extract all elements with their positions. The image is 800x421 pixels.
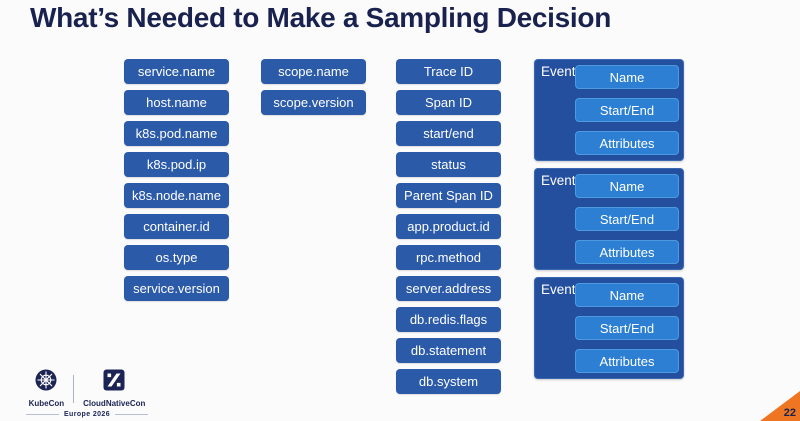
span-field-box: rpc.method — [396, 245, 501, 270]
page-number-triangle — [760, 391, 800, 421]
span-field-box: Span ID — [396, 90, 501, 115]
kubecon-wheel-icon — [35, 369, 57, 396]
cloudnativecon-cncf-icon — [103, 369, 125, 396]
scope-attribute-box: scope.version — [261, 90, 366, 115]
cloudnativecon-label: CloudNativeCon — [83, 399, 146, 408]
resource-attribute-box: k8s.node.name — [124, 183, 229, 208]
footer-divider — [73, 374, 75, 403]
span-fields-column: Trace ID Span ID start/end status Parent… — [396, 59, 501, 394]
event-startend-box: Start/End — [575, 98, 679, 122]
span-field-box: Parent Span ID — [396, 183, 501, 208]
resource-attribute-box: service.version — [124, 276, 229, 301]
edition-line-right — [115, 414, 148, 415]
events-column: Event Name Start/End Attributes Event Na… — [534, 59, 684, 379]
resource-attribute-box: host.name — [124, 90, 229, 115]
edition-row: Europe 2026 — [26, 411, 148, 418]
span-field-box: status — [396, 152, 501, 177]
event-label: Event — [541, 64, 576, 79]
event-fields: Name Start/End Attributes — [575, 283, 679, 373]
span-field-box: db.statement — [396, 338, 501, 363]
cloudnativecon-logo-stack: CloudNativeCon — [83, 369, 145, 408]
kubecon-label: KubeCon — [28, 399, 65, 408]
slide-title: What’s Needed to Make a Sampling Decisio… — [30, 2, 612, 33]
page-number: 22 — [783, 407, 796, 419]
resource-attribute-box: k8s.pod.name — [124, 121, 229, 146]
event-group-2: Event Name Start/End Attributes — [534, 168, 684, 270]
span-field-box: db.system — [396, 369, 501, 394]
resource-attributes-column: service.name host.name k8s.pod.name k8s.… — [124, 59, 229, 301]
event-name-box: Name — [575, 65, 679, 89]
edition-line-left — [26, 414, 59, 415]
span-field-box: server.address — [396, 276, 501, 301]
scope-attributes-column: scope.name scope.version — [261, 59, 366, 115]
event-attributes-box: Attributes — [575, 349, 679, 373]
resource-attribute-box: os.type — [124, 245, 229, 270]
span-field-box: db.redis.flags — [396, 307, 501, 332]
scope-attribute-box: scope.name — [261, 59, 366, 84]
event-attributes-box: Attributes — [575, 131, 679, 155]
event-label: Event — [541, 282, 576, 297]
span-field-box: start/end — [396, 121, 501, 146]
kubecon-logo-stack: KubeCon — [28, 369, 65, 408]
event-fields: Name Start/End Attributes — [575, 65, 679, 155]
resource-attribute-box: service.name — [124, 59, 229, 84]
event-name-box: Name — [575, 283, 679, 307]
event-label: Event — [541, 173, 576, 188]
event-startend-box: Start/End — [575, 316, 679, 340]
resource-attribute-box: k8s.pod.ip — [124, 152, 229, 177]
event-group-3: Event Name Start/End Attributes — [534, 277, 684, 379]
span-field-box: Trace ID — [396, 59, 501, 84]
event-group-1: Event Name Start/End Attributes — [534, 59, 684, 161]
event-startend-box: Start/End — [575, 207, 679, 231]
span-field-box: app.product.id — [396, 214, 501, 239]
edition-label: Europe 2026 — [63, 411, 111, 418]
event-name-box: Name — [575, 174, 679, 198]
event-fields: Name Start/End Attributes — [575, 174, 679, 264]
event-attributes-box: Attributes — [575, 240, 679, 264]
resource-attribute-box: container.id — [124, 214, 229, 239]
conference-footer: KubeCon CloudNativeCon — [26, 369, 148, 418]
